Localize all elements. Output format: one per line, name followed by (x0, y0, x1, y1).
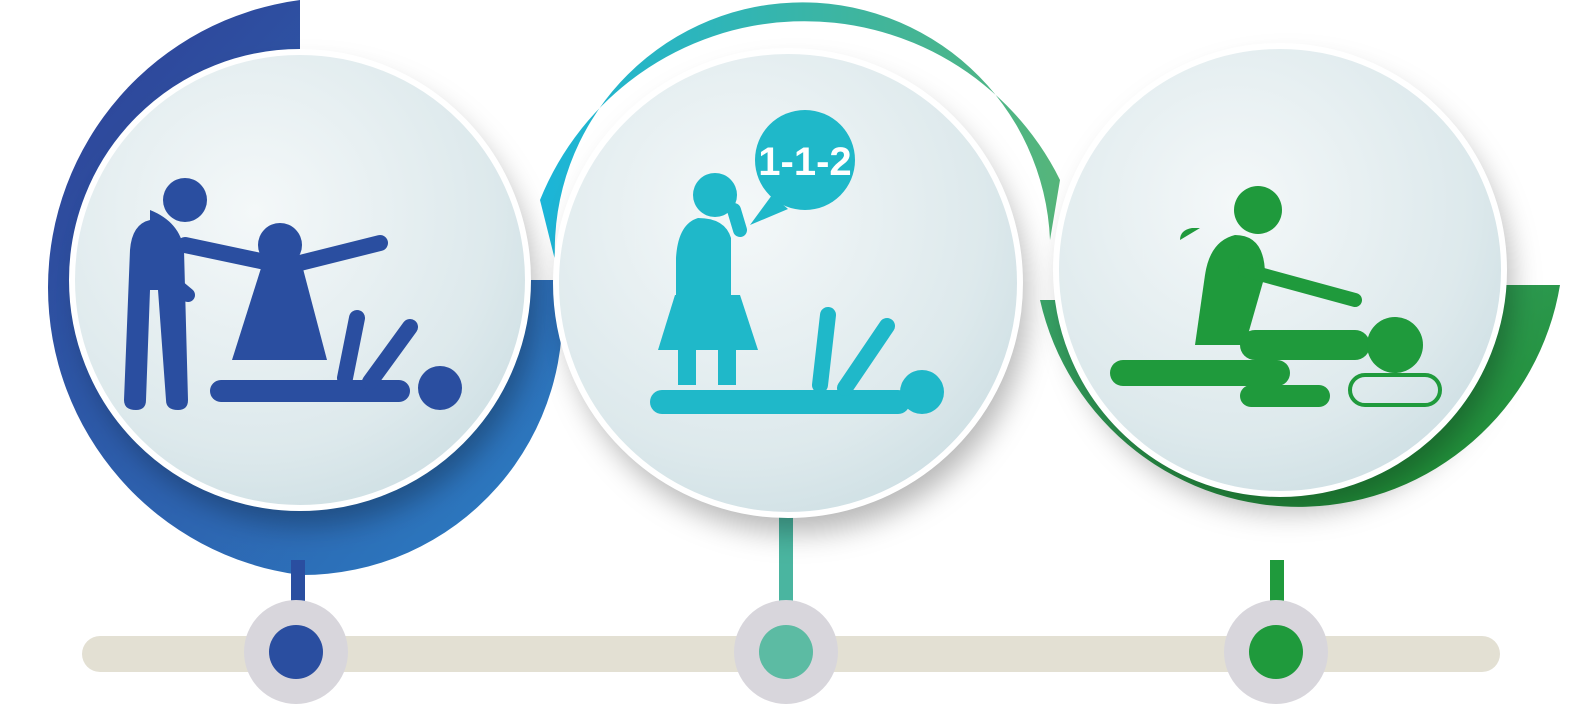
step-1-marker (269, 625, 323, 679)
step-3-marker (1249, 625, 1303, 679)
emergency-number-label: 1-1-2 (758, 140, 851, 184)
step-3 (1000, 46, 1560, 704)
step-2-marker (759, 625, 813, 679)
step-2: 1-1-2 (540, 2, 1060, 704)
step-1 (10, 0, 590, 704)
